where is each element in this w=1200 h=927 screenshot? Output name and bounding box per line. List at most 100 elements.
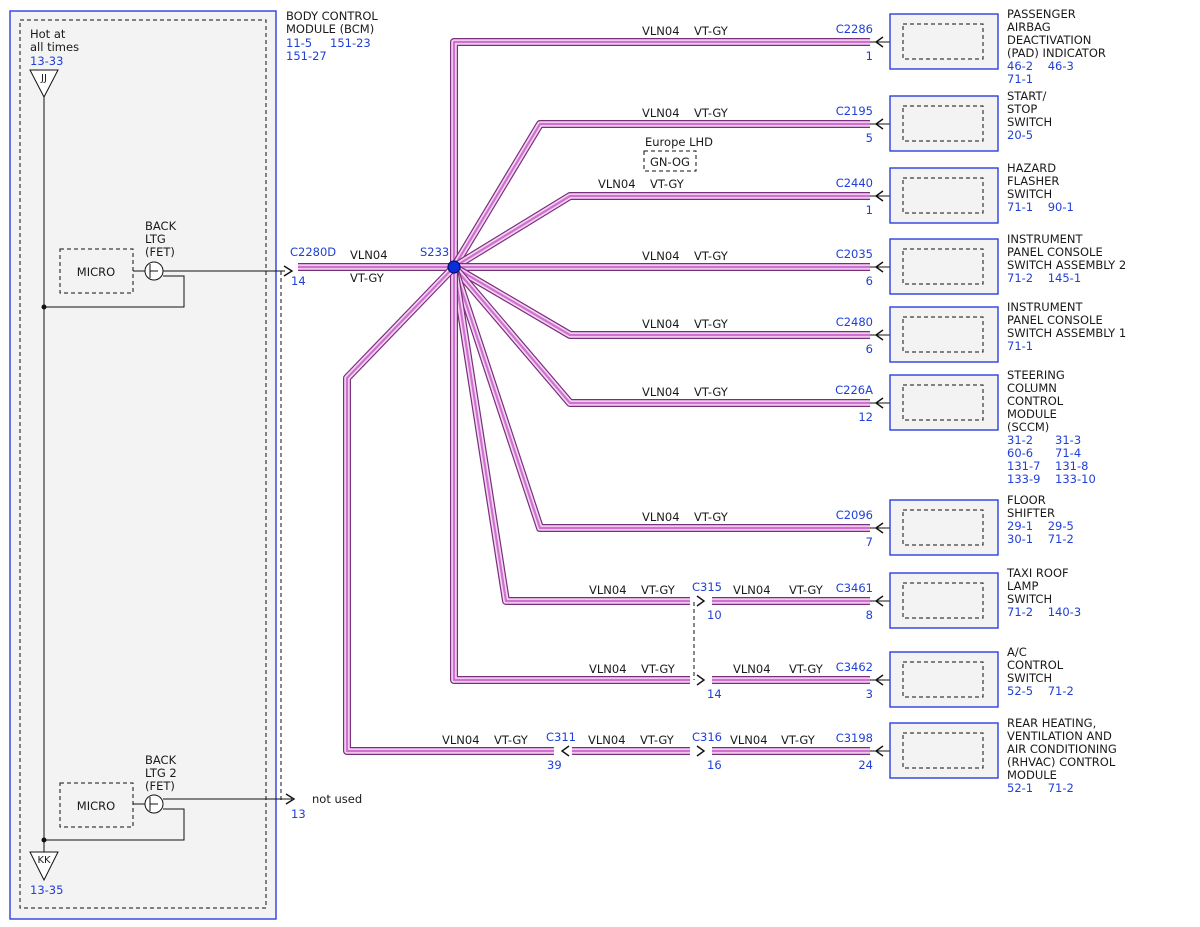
wire-color: VT-GY (789, 662, 824, 676)
connector-pin: 1 (866, 49, 873, 63)
wire-circuit: VLN04 (588, 733, 626, 747)
connector-arrow (874, 190, 884, 202)
bcm-module-outline (9, 10, 277, 920)
device-floor-inner (902, 509, 984, 546)
bcm-ref: 151-23 (330, 36, 371, 50)
micro-label-2: MICRO (77, 799, 115, 813)
wire-harness (298, 38, 870, 755)
connector-pin: 5 (866, 131, 873, 145)
connector-label: C2096 (836, 508, 873, 522)
connector-pin-13: 13 (291, 807, 306, 821)
connector-label: C3462 (836, 660, 873, 674)
wire-color: VT-GY (789, 583, 824, 597)
device-startstop-ref: 20-5 (1007, 128, 1033, 142)
device-ipcs2-ref: 71-2 145-1 (1007, 271, 1081, 285)
device-hazard-name: FLASHER (1007, 174, 1059, 188)
wire-color: VT-GY (641, 662, 676, 676)
option-note-box (643, 150, 697, 172)
device-rhvac-name: VENTILATION AND (1007, 729, 1112, 743)
device-sccm-ref: 60-6 71-4 (1007, 446, 1081, 460)
device-taxi-box (889, 572, 999, 629)
wire-circuit: VLN04 (730, 733, 768, 747)
device-ipcs2-inner (902, 248, 984, 285)
device-hazard-ref: 71-1 90-1 (1007, 200, 1074, 214)
device-floor-name: SHIFTER (1007, 506, 1055, 520)
option-note-label: Europe LHD (645, 135, 713, 149)
connector-pin: 12 (858, 410, 873, 424)
connector-arrow (696, 745, 706, 757)
bcm-title-line1: BODY CONTROL (286, 9, 378, 23)
wire-color: VT-GY (694, 106, 729, 120)
connector-arrow (874, 261, 884, 273)
connector-arrow (874, 397, 884, 409)
wire-circuit: VLN04 (589, 583, 627, 597)
wire-color: VT-GY (641, 583, 676, 597)
connector-pin: 24 (858, 758, 873, 772)
connector-arrow (874, 329, 884, 341)
fet1-label-line3: (FET) (145, 245, 175, 259)
wire-branch-hazard (453, 194, 870, 268)
device-ac-ref: 52-5 71-2 (1007, 684, 1074, 698)
device-floor-name: FLOOR (1007, 493, 1046, 507)
connector-label: C2440 (836, 176, 873, 190)
wire-circuit: VLN04 (589, 662, 627, 676)
device-hazard-box (889, 167, 999, 224)
splice-label: S233 (420, 245, 449, 259)
wire-color: VT-GY (650, 177, 685, 191)
wire-branch-rhvac (345, 266, 554, 753)
bcm-title-line2: MODULE (BCM) (286, 22, 374, 36)
device-floor-ref: 30-1 71-2 (1007, 532, 1074, 546)
wire-branch-ipcs1 (453, 266, 870, 337)
connector-label: C226A (835, 383, 873, 397)
hot-label-line1: Hot at (30, 27, 66, 41)
device-taxi-name: LAMP (1007, 579, 1038, 593)
connector-pin: 3 (866, 687, 873, 701)
device-ipcs2-name: INSTRUMENT (1007, 232, 1084, 246)
connector-arrow (874, 522, 884, 534)
not-used-label: not used (312, 792, 362, 806)
wire-circuit: VLN04 (642, 24, 680, 38)
wire-circuit: VLN04 (642, 317, 680, 331)
device-hazard-name: SWITCH (1007, 187, 1052, 201)
terminal-kk-symbol (29, 851, 59, 882)
wire-circuit: VLN04 (733, 662, 771, 676)
device-ipcs1-name: SWITCH ASSEMBLY 1 (1007, 326, 1126, 340)
connector-label: C3461 (836, 581, 873, 595)
micro-box-2 (59, 782, 134, 828)
micro-label-1: MICRO (77, 265, 115, 279)
device-ipcs1-box (889, 306, 999, 363)
device-pad-name: PASSENGER (1007, 7, 1076, 21)
device-sccm-name: MODULE (1007, 407, 1057, 421)
device-startstop-inner (902, 105, 984, 142)
connector-pin: 8 (866, 608, 873, 622)
device-ipcs1-inner (902, 316, 984, 353)
connector-arrow (874, 595, 884, 607)
device-pad-name: (PAD) INDICATOR (1007, 46, 1106, 60)
device-pad-ref: 71-1 (1007, 72, 1033, 86)
wire-circuit: VLN04 (642, 385, 680, 399)
device-ipcs1-ref: 71-1 (1007, 339, 1033, 353)
connector-arrow (560, 745, 570, 757)
inline-connector-label: C315 (692, 580, 722, 594)
device-taxi-ref: 71-2 140-3 (1007, 605, 1081, 619)
fet1-label-line1: BACK (145, 219, 177, 233)
device-ac-name: A/C (1007, 645, 1027, 659)
device-rhvac-name: (RHVAC) CONTROL (1007, 755, 1116, 769)
device-startstop-name: STOP (1007, 102, 1037, 116)
device-floor-ref: 29-1 29-5 (1007, 519, 1074, 533)
wire-color: VT-GY (694, 24, 729, 38)
wire-circuit: VLN04 (642, 510, 680, 524)
device-hazard-inner (902, 177, 984, 214)
wire-circuit: VLN04 (350, 248, 388, 262)
connector-arrow (696, 674, 706, 686)
fet2-label-line2: LTG 2 (145, 766, 177, 780)
device-sccm-ref: 133-9 133-10 (1007, 472, 1096, 486)
connector-arrow (696, 595, 706, 607)
device-ac-box (889, 651, 999, 708)
connector-arrow (874, 118, 884, 130)
connector-label: C2035 (836, 247, 873, 261)
device-rhvac-name: REAR HEATING, (1007, 716, 1096, 730)
wire-color: VT-GY (694, 317, 729, 331)
device-taxi-name: TAXI ROOF (1006, 566, 1069, 580)
